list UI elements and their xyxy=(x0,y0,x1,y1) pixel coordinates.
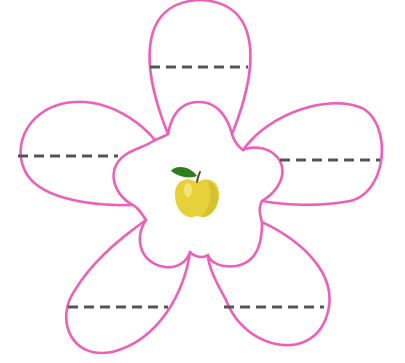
petal-right xyxy=(243,103,382,205)
center-notch-right-low xyxy=(260,201,262,222)
yellow-apple-icon xyxy=(171,167,219,217)
center-notch-bottom xyxy=(190,252,208,257)
petal-bottom-left xyxy=(66,220,190,353)
flower-outline xyxy=(20,0,382,351)
center-notch-top xyxy=(168,102,232,134)
petal-bottom-right xyxy=(208,222,329,345)
center-notch-bottom-right xyxy=(208,222,262,266)
petal-left xyxy=(21,102,155,205)
center-notch-right xyxy=(243,148,282,201)
center-notch-left xyxy=(114,140,155,205)
center-notch-top-right xyxy=(232,134,243,150)
center-notch-left-low xyxy=(133,205,146,220)
center-notch-top-left xyxy=(155,134,168,140)
center-notch-bottom-left xyxy=(140,220,190,267)
